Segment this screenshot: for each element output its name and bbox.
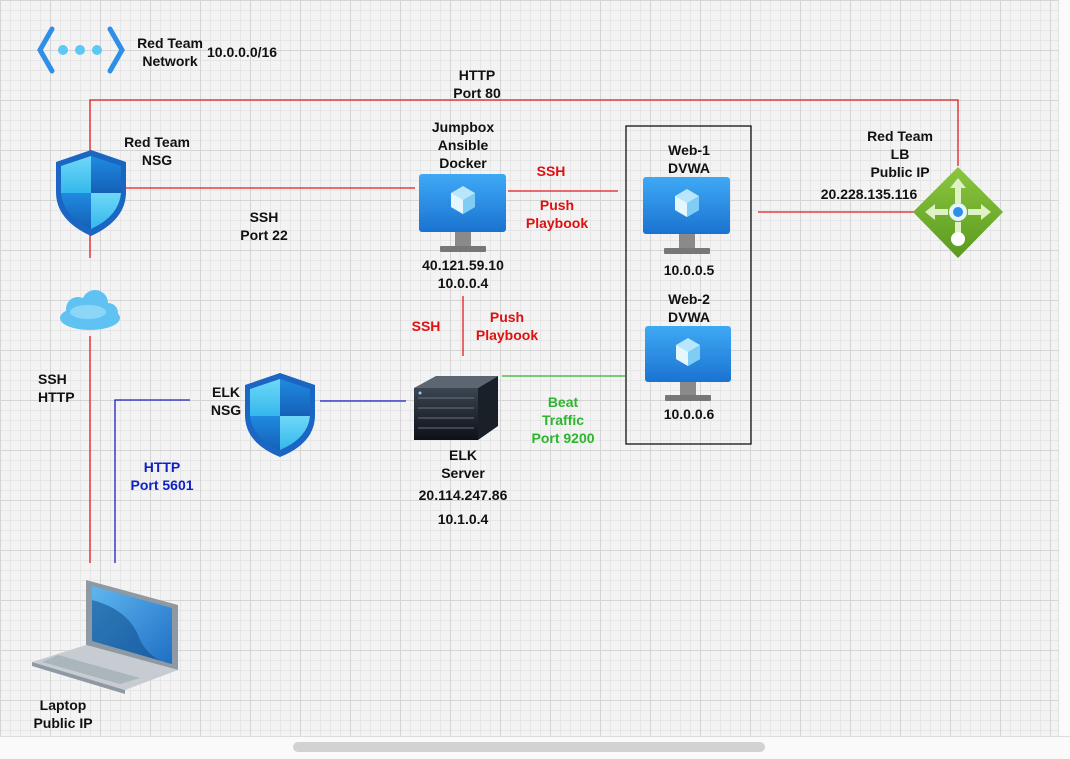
web1-label: Web-1 DVWA [668, 142, 710, 176]
ssh-http-label: SSH HTTP [38, 371, 75, 405]
vertical-scrollbar[interactable] [1058, 0, 1070, 736]
push-playbook-mid-label: Push Playbook [475, 309, 539, 343]
load-balancer-label: Red Team LB Public IP [867, 128, 933, 180]
red-team-nsg-label: Red Team NSG [124, 134, 190, 168]
elk-nsg-label: ELK NSG [210, 384, 242, 418]
ssh-port22-label: SSH Port 22 [240, 209, 288, 243]
red-team-nsg-shield-icon [56, 150, 126, 236]
virtual-network-icon [37, 26, 125, 74]
horizontal-scrollbar[interactable] [0, 736, 1070, 759]
web1-vm-icon [643, 177, 730, 254]
load-balancer-icon [913, 167, 1003, 258]
network-title: Red Team Network [137, 35, 203, 69]
ssh-mid-label: SSH [411, 318, 441, 334]
network-cidr: 10.0.0.0/16 [207, 44, 278, 60]
jumpbox-label: Jumpbox Ansible Docker [431, 119, 495, 171]
jumpbox-ips: 40.121.59.10 10.0.0.4 [422, 257, 504, 291]
beat-traffic-label: Beat Traffic Port 9200 [531, 394, 595, 446]
web2-ip: 10.0.0.6 [663, 406, 715, 422]
elk-public-ip: 20.114.247.86 [418, 487, 508, 503]
jumpbox-vm-icon [419, 174, 506, 252]
load-balancer-ip: 20.228.135.116 [820, 186, 918, 202]
elk-server-label: ELK Server [441, 447, 485, 481]
laptop-icon [32, 580, 178, 694]
http-port5601-label: HTTP Port 5601 [130, 459, 194, 493]
elk-server-icon [414, 376, 498, 440]
internet-cloud-icon [60, 290, 120, 330]
horizontal-scrollbar-thumb[interactable] [293, 742, 765, 752]
http-port80-line [89, 99, 959, 258]
web1-ip: 10.0.0.5 [663, 262, 715, 278]
web-servers-group [625, 125, 752, 445]
web2-label: Web-2 DVWA [668, 291, 710, 325]
elk-nsg-shield-icon [245, 373, 315, 457]
ssh-top-label: SSH [536, 163, 566, 179]
http-port80-label: HTTP Port 80 [453, 67, 501, 101]
blue-connections [114, 399, 406, 563]
elk-private-ip: 10.1.0.4 [437, 511, 489, 527]
web2-vm-icon [645, 326, 731, 401]
laptop-label: Laptop Public IP [33, 697, 93, 731]
http-5601-line [114, 399, 190, 563]
push-playbook-top-label: Push Playbook [525, 197, 589, 231]
